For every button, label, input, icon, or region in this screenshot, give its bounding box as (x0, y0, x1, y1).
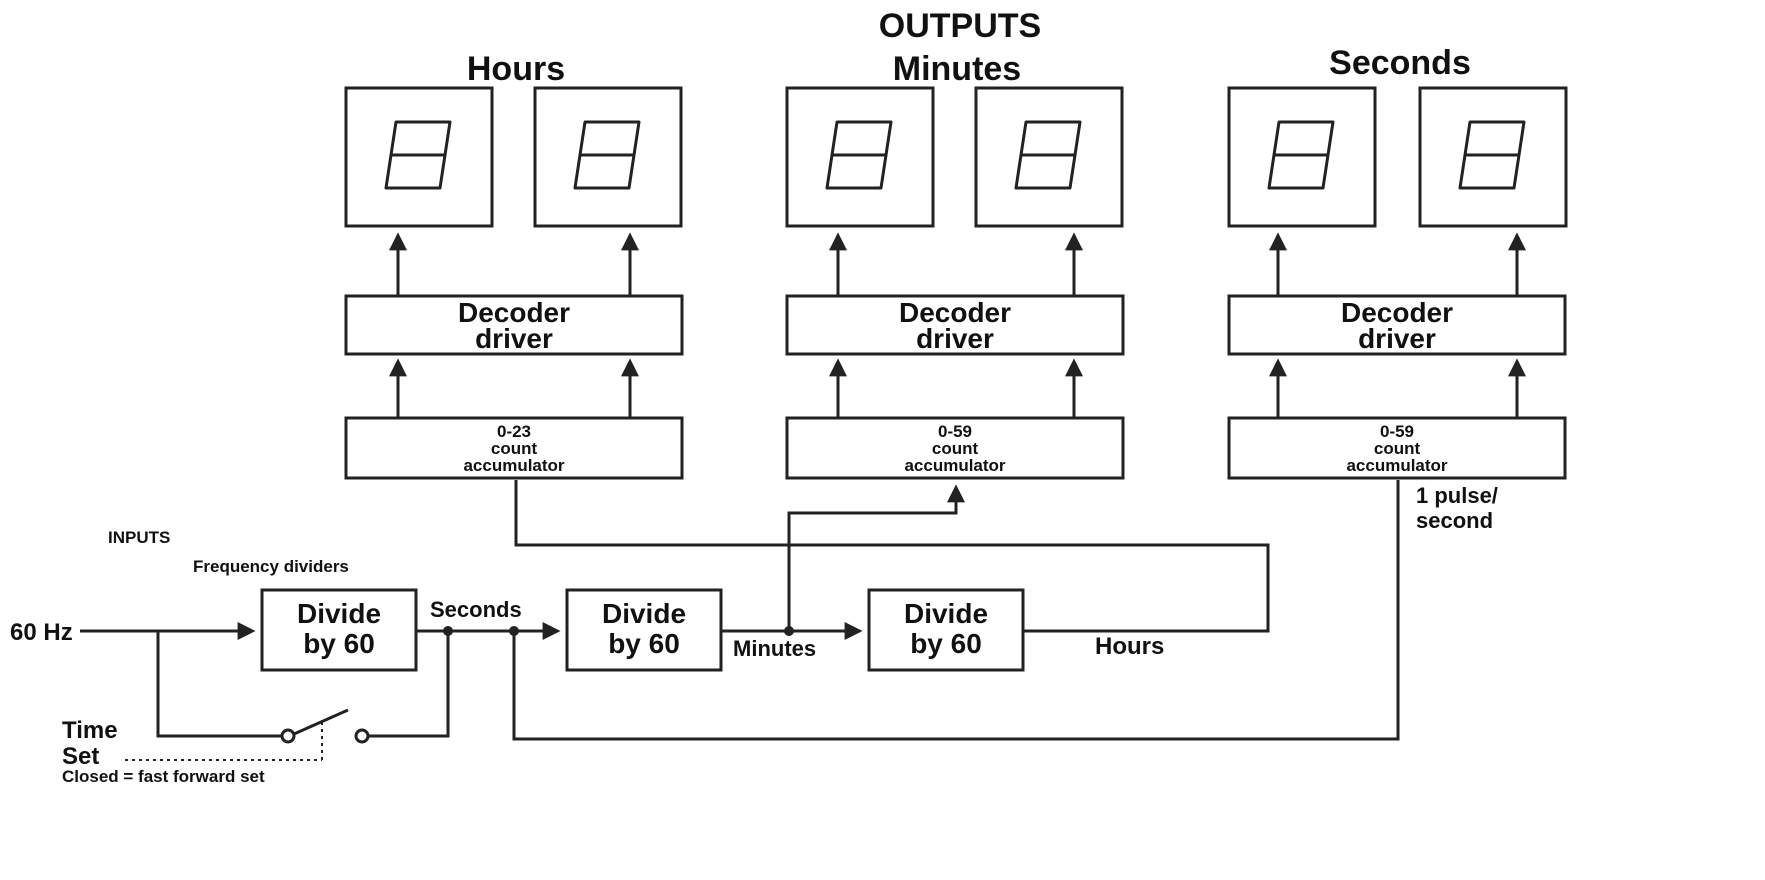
svg-text:Decoder: Decoder (458, 297, 570, 328)
svg-text:by 60: by 60 (910, 628, 982, 659)
pulse-label-line1: 1 pulse/ (1416, 483, 1498, 508)
hours-title: Hours (467, 50, 565, 88)
decoder-driver-seconds: Decoder driver (1227, 294, 1567, 356)
accumulator-to-decoder-arrows (389, 358, 1526, 418)
svg-text:Divide: Divide (904, 598, 988, 629)
decoder-driver-hours: Decoder driver (344, 294, 684, 356)
display-hours-units (533, 86, 683, 228)
svg-text:accumulator: accumulator (904, 456, 1005, 475)
source-60hz-label: 60 Hz (10, 619, 73, 646)
svg-text:accumulator: accumulator (1346, 456, 1447, 475)
time-set-label-line2: Set (62, 743, 99, 770)
accumulator-minutes: 0-59 count accumulator (785, 416, 1125, 480)
seconds-signal-label: Seconds (430, 597, 522, 622)
display-seconds-units (1418, 86, 1568, 228)
svg-text:count: count (1374, 439, 1421, 458)
display-minutes-tens (785, 86, 935, 228)
svg-text:Divide: Divide (297, 598, 381, 629)
junction-dots (443, 626, 794, 636)
svg-text:0-59: 0-59 (938, 422, 972, 441)
seconds-title: Seconds (1329, 44, 1471, 82)
accumulator-seconds: 0-59 count accumulator (1227, 416, 1567, 480)
svg-text:0-23: 0-23 (497, 422, 531, 441)
svg-text:0-59: 0-59 (1380, 422, 1414, 441)
svg-text:driver: driver (916, 323, 994, 354)
divider-minutes: Divide by 60 (565, 588, 723, 672)
divider-hours: Divide by 60 (867, 588, 1025, 672)
svg-text:Decoder: Decoder (1341, 297, 1453, 328)
minutes-signal-label: Minutes (733, 636, 816, 661)
svg-text:driver: driver (475, 323, 553, 354)
time-set-note: Closed = fast forward set (62, 767, 265, 786)
minutes-title: Minutes (893, 50, 1021, 88)
decoder-to-display-arrows (389, 232, 1526, 296)
display-seconds-tens (1227, 86, 1377, 228)
svg-text:Decoder: Decoder (899, 297, 1011, 328)
svg-text:count: count (491, 439, 538, 458)
hours-signal-label: Hours (1095, 633, 1164, 660)
svg-text:count: count (932, 439, 979, 458)
divider-seconds: Divide by 60 (260, 588, 418, 672)
svg-text:by 60: by 60 (608, 628, 680, 659)
frequency-dividers-label: Frequency dividers (193, 557, 349, 576)
time-set-label-line1: Time (62, 717, 118, 744)
outputs-title: OUTPUTS (879, 7, 1041, 45)
display-minutes-units (974, 86, 1124, 228)
inputs-heading: INPUTS (108, 528, 170, 547)
accumulator-hours: 0-23 count accumulator (344, 416, 684, 480)
svg-text:driver: driver (1358, 323, 1436, 354)
pulse-label-line2: second (1416, 508, 1493, 533)
decoder-driver-minutes: Decoder driver (785, 294, 1125, 356)
svg-text:accumulator: accumulator (463, 456, 564, 475)
time-set-switch (125, 708, 370, 761)
display-hours-tens (344, 86, 494, 228)
svg-text:Divide: Divide (602, 598, 686, 629)
svg-text:by 60: by 60 (303, 628, 375, 659)
